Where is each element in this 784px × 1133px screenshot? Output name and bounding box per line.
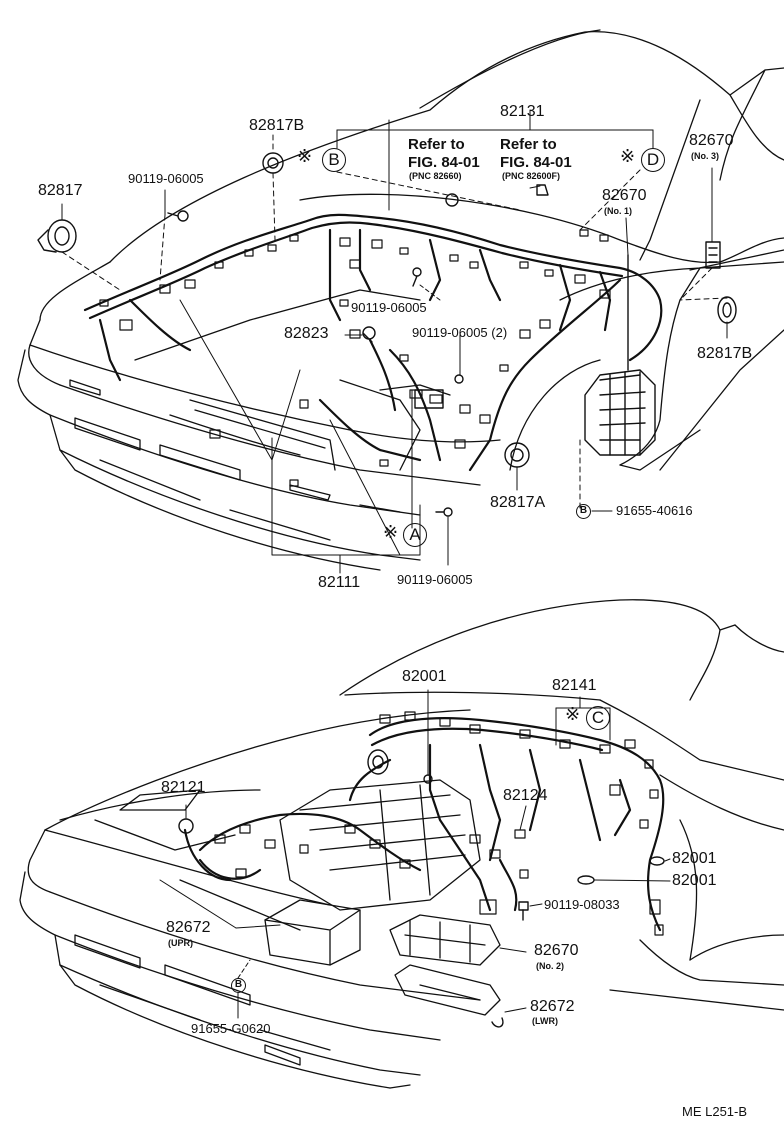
- marker-d: D: [641, 148, 665, 172]
- label-82121: 82121: [161, 779, 206, 796]
- label-82672-upr: 82672: [166, 919, 211, 936]
- label-82001-r2: 82001: [672, 872, 717, 889]
- star-mark-c: ※: [565, 704, 581, 725]
- label-91655-G0620: 91655-G0620: [191, 1021, 271, 1036]
- label-82124: 82124: [503, 787, 548, 804]
- refer-note-1-pnc: (PNC 82660): [409, 171, 462, 181]
- label-90119-06005-b: 90119-06005: [351, 300, 427, 315]
- star-mark-b: ※: [297, 146, 313, 167]
- label-82672-upr-sub: (UPR): [168, 938, 193, 948]
- refer-note-2-line1: Refer to: [500, 136, 557, 153]
- label-82001-top: 82001: [402, 668, 447, 685]
- label-82670-no3-sub: (No. 3): [691, 151, 719, 161]
- star-mark-d: ※: [620, 146, 636, 167]
- label-82141: 82141: [552, 677, 597, 694]
- lower-car-body: [19, 599, 784, 1089]
- label-82670-no2-sub: (No. 2): [536, 961, 564, 971]
- label-82672-lwr: 82672: [530, 998, 575, 1015]
- marker-b: B: [322, 148, 346, 172]
- label-91655-40616: 91655-40616: [616, 503, 693, 518]
- lower-connectors: [214, 711, 664, 936]
- upper-connectors: [99, 229, 611, 487]
- upper-wiring-harness: [83, 213, 663, 472]
- refer-note-1-line2: FIG. 84-01: [408, 154, 480, 171]
- refer-note-1-line1: Refer to: [408, 136, 465, 153]
- label-82670-no3: 82670: [689, 132, 734, 149]
- label-82817A: 82817A: [490, 494, 546, 511]
- label-82817B-right: 82817B: [697, 345, 753, 362]
- lower-leader-lines: [159, 689, 671, 1019]
- marker-small-b-bottom: B: [231, 978, 246, 993]
- label-82817: 82817: [38, 182, 83, 199]
- label-82672-lwr-sub: (LWR): [532, 1016, 558, 1026]
- marker-a: A: [403, 523, 427, 547]
- refer-note-2-line2: FIG. 84-01: [500, 154, 572, 171]
- label-90119-08033: 90119-08033: [544, 897, 620, 912]
- diagram-reference-code: ME L251-B: [682, 1104, 748, 1119]
- label-90119-06005-a: 90119-06005: [128, 171, 204, 186]
- label-82817B-top: 82817B: [249, 117, 305, 134]
- upper-car-body: [17, 29, 784, 571]
- label-82823: 82823: [284, 325, 329, 342]
- lower-components: [178, 749, 665, 1028]
- star-mark-a: ※: [383, 522, 399, 543]
- label-90119-06005-c: 90119-06005 (2): [412, 325, 508, 340]
- marker-small-b-top: B: [576, 504, 591, 519]
- label-82670-no1-sub: (No. 1): [604, 206, 632, 216]
- relay-block-top: [584, 254, 656, 456]
- refer-note-2-pnc: (PNC 82600F): [502, 171, 561, 181]
- label-90119-06005-d: 90119-06005: [397, 572, 473, 587]
- label-82670-no2: 82670: [534, 942, 579, 959]
- label-82111: 82111: [318, 574, 361, 591]
- label-82001-r1: 82001: [672, 850, 717, 867]
- marker-c: C: [586, 706, 610, 730]
- label-82131: 82131: [500, 103, 545, 120]
- label-82670-no1: 82670: [602, 187, 647, 204]
